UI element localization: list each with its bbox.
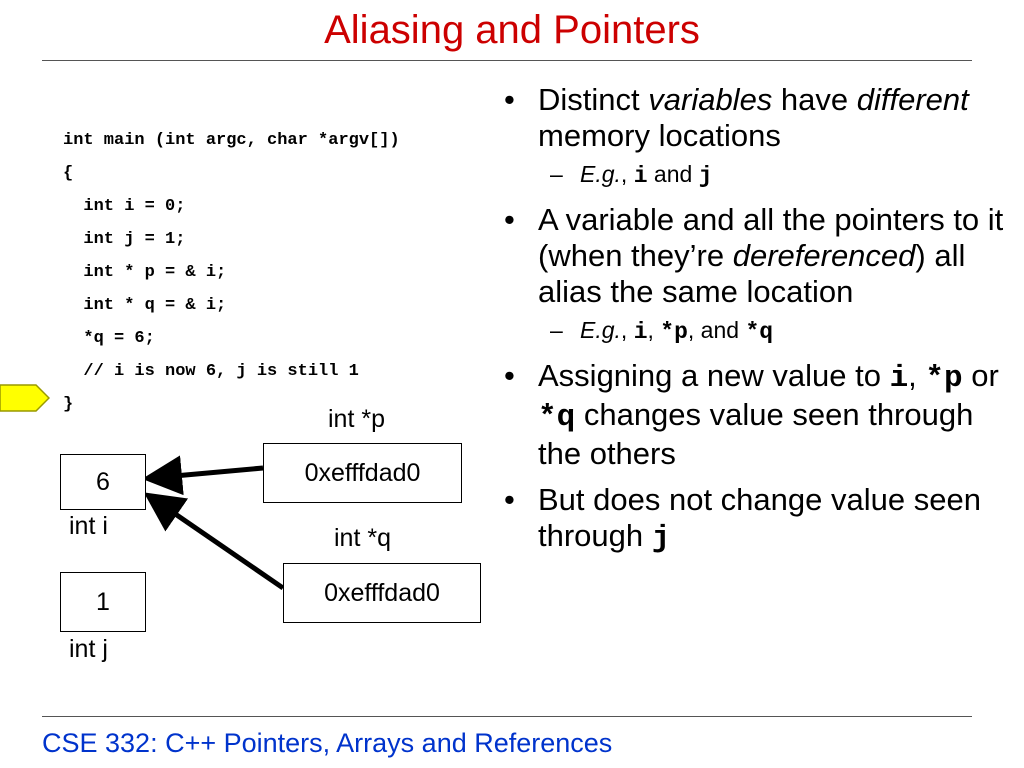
q-to-i-arrow [143, 492, 285, 591]
slide-footer: CSE 332: C++ Pointers, Arrays and Refere… [42, 728, 613, 758]
bullet-dot: • [504, 202, 515, 237]
slide-title: Aliasing and Pointers [324, 8, 700, 52]
sub-bullet-example-i-j: – E.g., i and j [550, 161, 713, 189]
pointer-p-box: 0xefffdad0 [263, 443, 462, 503]
code-line: } [63, 395, 74, 414]
variable-i-label: int i [69, 512, 108, 540]
bullet-dot: • [504, 482, 515, 517]
current-line-arrow-icon [0, 384, 50, 412]
code-line: { [63, 164, 74, 183]
pointer-q-label: int *q [334, 524, 391, 552]
variable-i-box: 6 [60, 454, 146, 510]
pointer-p-label: int *p [328, 405, 385, 433]
sub-bullet-example-aliases: – E.g., i, *p, and *q [550, 317, 774, 345]
code-line: int * p = & i; [63, 263, 227, 282]
bullet-list: • Distinct variables have different memo… [504, 82, 1014, 567]
variable-j-box: 1 [60, 572, 146, 632]
bullet-assigning-new-value: • Assigning a new value to i, *p or *q c… [504, 358, 999, 471]
code-line: int * q = & i; [63, 296, 227, 315]
sub-bullet-dash: – [550, 317, 563, 343]
variable-j-label: int j [69, 635, 108, 663]
p-to-i-arrow [142, 455, 264, 496]
sub-bullet-dash: – [550, 161, 563, 187]
bullet-dot: • [504, 82, 515, 117]
pointer-q-box: 0xefffdad0 [283, 563, 481, 623]
title-divider [42, 60, 972, 61]
footer-divider [42, 716, 972, 717]
code-block: int main (int argc, char *argv[]) { int … [63, 124, 400, 421]
code-line: int i = 0; [63, 197, 186, 216]
code-line: int j = 1; [63, 230, 186, 249]
code-line: // i is now 6, j is still 1 [63, 362, 359, 381]
bullet-does-not-change-j: • But does not change value seen through… [504, 482, 981, 556]
bullet-variable-and-pointers: • A variable and all the pointers to it … [504, 202, 1004, 309]
bullet-dot: • [504, 358, 515, 393]
code-line: *q = 6; [63, 329, 155, 348]
bullet-distinct-variables: • Distinct variables have different memo… [504, 82, 969, 153]
code-line: int main (int argc, char *argv[]) [63, 131, 400, 150]
